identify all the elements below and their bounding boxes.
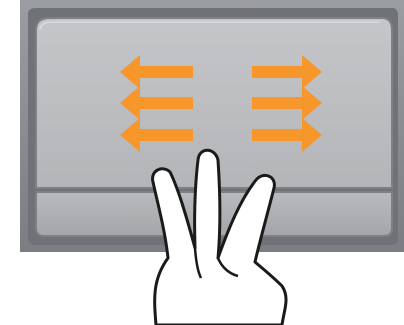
- right-arrows: [252, 55, 322, 152]
- left-arrows: [120, 55, 193, 152]
